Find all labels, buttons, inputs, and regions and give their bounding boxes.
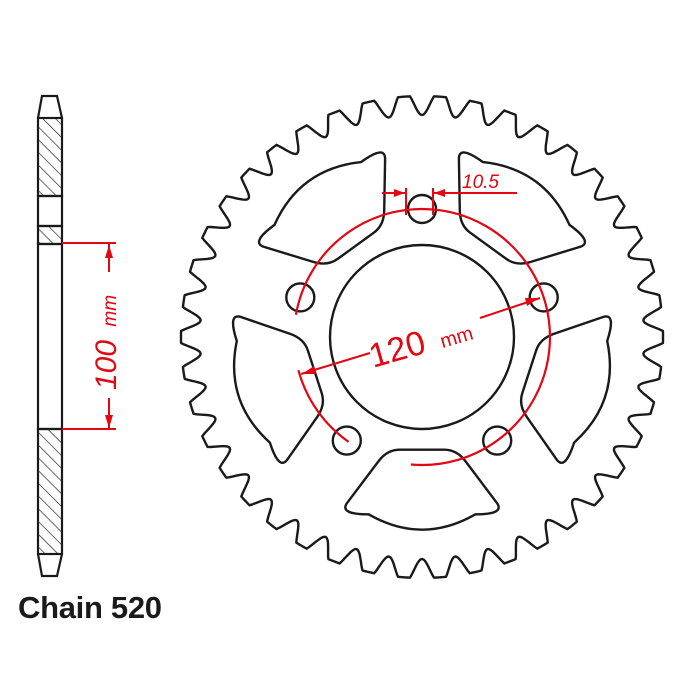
lightening-hole bbox=[457, 151, 587, 265]
hole-dim-label: 10.5 bbox=[462, 172, 499, 193]
bolt-hole bbox=[528, 282, 559, 313]
profile-hatched-lower bbox=[36, 427, 64, 556]
lightening-hole bbox=[344, 448, 500, 531]
sprocket-front-view bbox=[179, 95, 665, 579]
profile-gap-upper bbox=[36, 194, 64, 228]
bore-dim-arrow-top bbox=[105, 245, 113, 258]
hole-dim-arrow-right bbox=[434, 189, 445, 197]
bore-dim-label: 100 mm bbox=[90, 295, 123, 390]
sprocket-teeth-outline bbox=[179, 95, 665, 579]
bore-dim-arrow-bottom bbox=[105, 415, 113, 428]
profile-bottom-tip bbox=[36, 553, 64, 578]
lightening-hole bbox=[231, 315, 325, 464]
bolt-circle-arc bbox=[294, 207, 552, 467]
bolt-circle-label: 120 mm bbox=[365, 310, 477, 376]
lightening-hole bbox=[257, 151, 387, 265]
bolt-circle-arrow-right bbox=[525, 298, 539, 306]
center-bore bbox=[328, 243, 516, 431]
bolt-circle-value: 120 bbox=[365, 324, 430, 376]
bolt-circle-unit: mm bbox=[438, 323, 476, 353]
side-profile-view bbox=[36, 94, 64, 578]
bore-dim-value: 100 bbox=[90, 340, 123, 390]
bolt-hole bbox=[482, 425, 513, 456]
profile-hatched-upper bbox=[36, 116, 64, 198]
profile-bore bbox=[36, 242, 64, 431]
bolt-hole bbox=[331, 425, 362, 456]
profile-top-tip bbox=[36, 94, 64, 119]
bolt-circle-arc-2 bbox=[297, 369, 350, 443]
profile-hatched-hub-upper bbox=[36, 224, 64, 246]
bolt-hole bbox=[285, 282, 316, 313]
chain-size-label: Chain 520 bbox=[18, 590, 162, 625]
lightening-hole bbox=[519, 315, 613, 464]
hole-dim-arrow-left bbox=[394, 189, 405, 197]
bore-dim-unit: mm bbox=[100, 295, 121, 327]
bore-dimension: 100 mm bbox=[62, 242, 123, 430]
bolt-circle-arrow-left bbox=[302, 366, 316, 374]
